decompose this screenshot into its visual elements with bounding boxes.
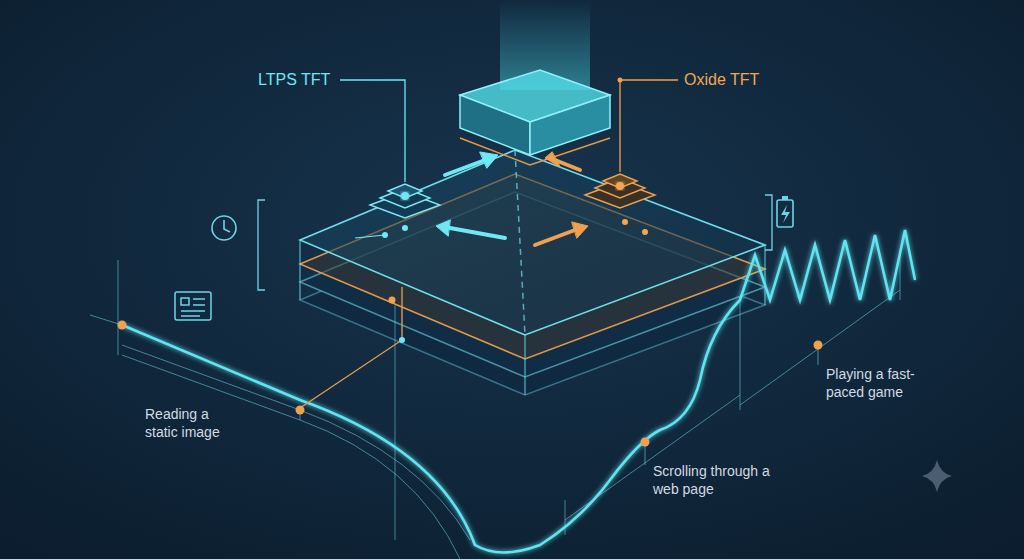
part-label: Oxide TFT: [684, 70, 759, 91]
usage-label: Reading a static image: [145, 405, 237, 441]
usage-label: Scrolling through a web page: [653, 462, 775, 498]
usage-label: Playing a fast-paced game: [826, 365, 944, 401]
part-label: LTPS TFT: [258, 70, 330, 91]
